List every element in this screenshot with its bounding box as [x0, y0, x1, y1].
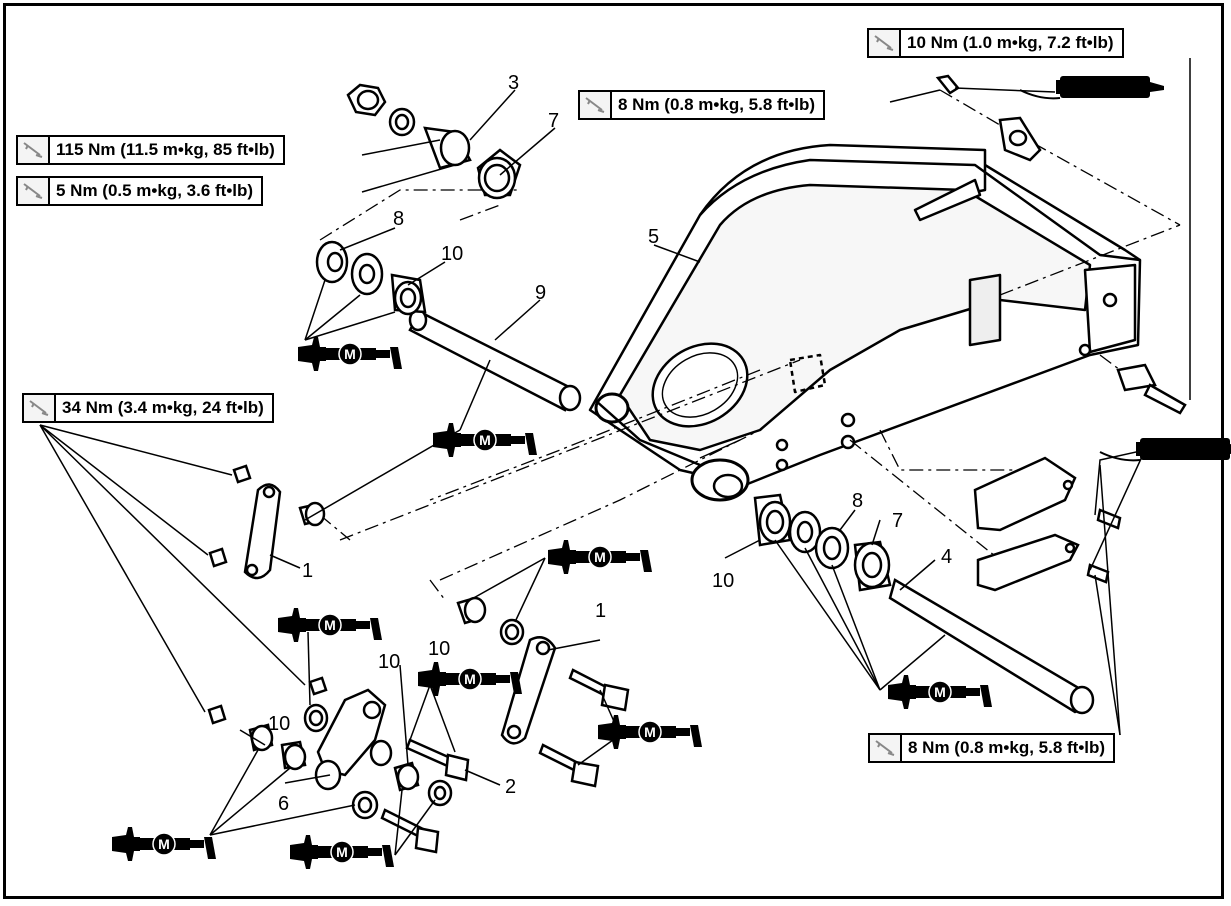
torque-label-8nm-top: 8 Nm (0.8 m•kg, 5.8 ft•lb): [578, 90, 826, 120]
part-number: 9: [535, 282, 547, 304]
torque-label-115nm: 115 Nm (11.5 m•kg, 85 ft•lb): [16, 135, 285, 165]
torque-label-5nm: 5 Nm (0.5 m•kg, 3.6 ft•lb): [16, 176, 264, 206]
torque-value: 115 Nm (11.5 m•kg, 85 ft•lb): [56, 140, 275, 159]
torque-value: 8 Nm (0.8 m•kg, 5.8 ft•lb): [908, 738, 1106, 757]
chain-guides: [973, 456, 1122, 592]
part-number: 5: [648, 226, 660, 248]
torque-wrench-icon: [580, 92, 612, 118]
part-number: 7: [548, 110, 560, 132]
torque-value: 34 Nm (3.4 m•kg, 24 ft•lb): [62, 398, 264, 417]
part-number: 10: [441, 243, 464, 265]
pivot-shaft: [408, 308, 582, 412]
torque-value: 8 Nm (0.8 m•kg, 5.8 ft•lb): [618, 95, 816, 114]
part-number: 10: [268, 713, 291, 735]
torque-value: 5 Nm (0.5 m•kg, 3.6 ft•lb): [56, 181, 254, 200]
part-number: 4: [941, 546, 953, 568]
torque-label-34nm: 34 Nm (3.4 m•kg, 24 ft•lb): [22, 393, 274, 423]
torque-value: 10 Nm (1.0 m•kg, 7.2 ft•lb): [907, 33, 1114, 52]
part-number: 10: [712, 570, 735, 592]
swingarm: [588, 143, 1142, 502]
part-number: 10: [428, 638, 451, 660]
torque-label-8nm-bottom: 8 Nm (0.8 m•kg, 5.8 ft•lb): [868, 733, 1116, 763]
part-number: 10: [378, 651, 401, 673]
torque-wrench-icon: [18, 178, 50, 204]
part-number: 1: [302, 560, 314, 582]
part-number: 8: [852, 490, 864, 512]
torque-label-10nm: 10 Nm (1.0 m•kg, 7.2 ft•lb): [867, 28, 1124, 58]
top-hardware: [346, 83, 522, 200]
torque-wrench-icon: [870, 735, 902, 761]
part-number: 6: [278, 793, 290, 815]
left-bearings: [315, 240, 427, 316]
linkage-parts: [207, 464, 630, 854]
part-number: 7: [892, 510, 904, 532]
right-bearings: [753, 493, 1095, 715]
part-number: 1: [595, 600, 607, 622]
part-number: 3: [508, 72, 520, 94]
torque-wrench-icon: [18, 137, 50, 163]
torque-wrench-icon: [24, 395, 56, 421]
torque-wrench-icon: [869, 30, 901, 56]
part-number: 2: [505, 776, 517, 798]
top-right-hardware: [935, 74, 1187, 415]
part-number: 8: [393, 208, 405, 230]
